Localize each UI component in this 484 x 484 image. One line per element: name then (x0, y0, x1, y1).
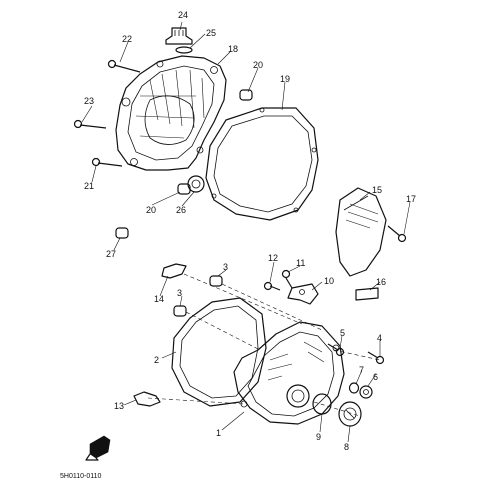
callout-6: 6 (373, 372, 378, 382)
callout-17: 17 (406, 194, 416, 204)
cap-8 (338, 401, 362, 427)
dowel-pin-20-upper (239, 89, 253, 101)
callout-25: 25 (206, 28, 216, 38)
callout-22: 22 (122, 34, 132, 44)
bolt-12 (263, 281, 281, 291)
callout-1: 1 (216, 428, 221, 438)
callout-5: 5 (340, 328, 345, 338)
callout-7: 7 (359, 365, 364, 375)
hose-clamp-14 (161, 263, 187, 279)
callout-20-upper: 20 (253, 60, 263, 70)
leader-lines (81, 21, 411, 443)
dowel-pin-3-upper (209, 275, 223, 287)
bolt-21 (91, 157, 123, 167)
dowel-27 (115, 227, 129, 239)
callout-12: 12 (268, 253, 278, 263)
crankcase-cover-upper (115, 55, 227, 171)
bolt-11 (281, 269, 293, 289)
callout-2: 2 (154, 355, 159, 365)
bolt-17 (387, 225, 407, 243)
callout-24: 24 (178, 10, 188, 20)
bracket-10 (287, 283, 319, 305)
callout-labels: 24 25 18 20 19 22 23 21 20 26 27 15 17 1… (84, 10, 416, 452)
oil-seal-26 (187, 175, 205, 193)
o-ring-9 (312, 393, 332, 415)
assembly-lines (147, 273, 381, 417)
callout-19: 19 (280, 74, 290, 84)
o-ring-7 (348, 382, 360, 394)
plug-6 (359, 385, 373, 399)
callout-8: 8 (344, 442, 349, 452)
clamp-13 (133, 391, 161, 407)
bolt-4 (367, 351, 385, 365)
callout-4: 4 (377, 333, 382, 343)
gasket-upper-19 (205, 107, 319, 221)
callout-26: 26 (176, 205, 186, 215)
cover-plate-15 (335, 187, 387, 277)
callout-9: 9 (316, 432, 321, 442)
callout-11: 11 (296, 258, 305, 268)
oil-filler-cap (165, 27, 193, 45)
callout-15: 15 (372, 185, 382, 195)
callout-3-lower: 3 (177, 288, 182, 298)
callout-3-upper: 3 (223, 262, 228, 272)
diagram-reference-code: 5H0110-0110 (60, 473, 101, 480)
crankcase-cover-lower (233, 321, 345, 425)
callout-13: 13 (114, 401, 124, 411)
callout-16: 16 (376, 277, 386, 287)
callout-21: 21 (84, 181, 94, 191)
callout-20-lower: 20 (146, 205, 156, 215)
front-direction-icon (85, 435, 111, 461)
clip-16 (355, 287, 379, 301)
callout-27: 27 (106, 249, 116, 259)
callout-18: 18 (228, 44, 238, 54)
o-ring-25 (175, 46, 193, 54)
dowel-pin-3-lower (173, 305, 187, 317)
gasket-lower-2 (171, 297, 267, 407)
callout-23: 23 (84, 96, 94, 106)
callout-14: 14 (154, 294, 164, 304)
bolt-22 (107, 59, 141, 73)
bolt-23 (73, 119, 107, 129)
callout-10: 10 (324, 276, 334, 286)
